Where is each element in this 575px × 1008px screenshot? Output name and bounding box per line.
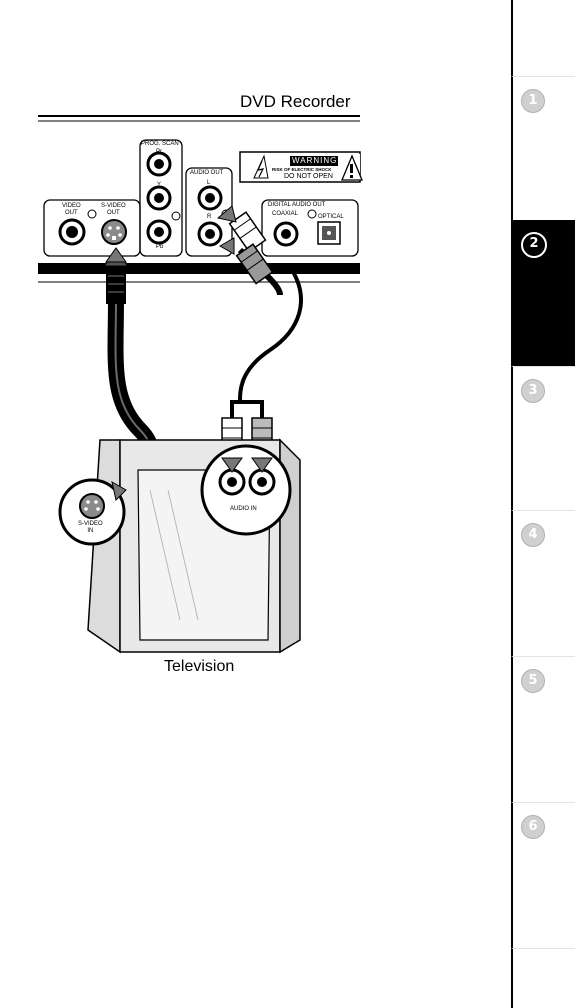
audio-out-label: AUDIO OUT [190, 170, 223, 176]
chapter-number-3: 3 [521, 379, 545, 403]
connection-diagram: DVD Recorder [0, 0, 500, 1008]
chapter-tab-4[interactable]: 4 [511, 510, 575, 656]
audio-in-label: AUDIO IN [230, 506, 257, 512]
chapter-tab-2[interactable]: 2 [511, 220, 575, 366]
recorder-panel [38, 264, 360, 282]
pr-label: Pr [156, 149, 162, 155]
warning-heading: WARNING [292, 156, 337, 165]
diagram-artwork [0, 0, 500, 1008]
chapter-number-2: 2 [521, 232, 547, 258]
chapter-sidebar: 1 2 3 4 5 6 [511, 0, 575, 1008]
sidebar-top-spacer [511, 0, 575, 76]
digital-audio-out-label: DIGITAL AUDIO OUT [268, 202, 325, 208]
warning-line1: RISK OF ELECTRIC SHOCK [272, 167, 332, 172]
chapter-tab-1[interactable]: 1 [511, 76, 575, 220]
pb-label: Pb [156, 244, 163, 250]
svideo-out-jack [102, 220, 126, 244]
y-label: Y [157, 182, 161, 188]
audio-r-label: R [207, 214, 211, 220]
television-label: Television [164, 658, 234, 676]
chapter-number-1: 1 [521, 89, 545, 113]
chapter-number-6: 6 [521, 815, 545, 839]
chapter-tab-5[interactable]: 5 [511, 656, 575, 802]
audio-l-label: L [207, 180, 210, 186]
warning-line2: DO NOT OPEN [284, 173, 333, 180]
optical-label: OPTICAL [318, 214, 344, 220]
chapter-number-4: 4 [521, 523, 545, 547]
chapter-tab-3[interactable]: 3 [511, 366, 575, 510]
optical-jack [318, 222, 340, 244]
prog-scan-jacks [148, 153, 180, 243]
prog-scan-label: PROG. SCAN [141, 141, 179, 147]
chapter-tab-6[interactable]: 6 [511, 802, 575, 948]
coaxial-label: COAXIAL [272, 211, 298, 217]
sidebar-bottom-spacer [511, 948, 575, 1008]
audio-in-callout [202, 446, 290, 534]
chapter-number-5: 5 [521, 669, 545, 693]
